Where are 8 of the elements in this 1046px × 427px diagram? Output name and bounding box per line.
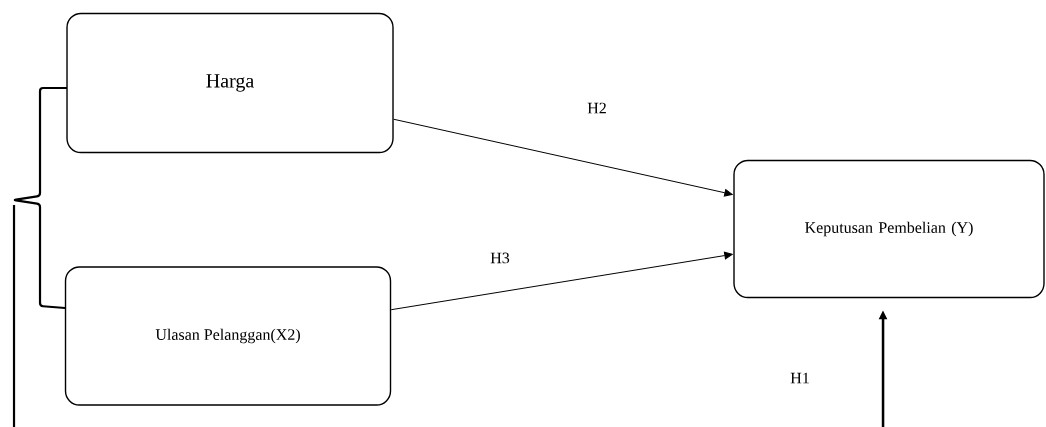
variable-box: Keputusan Pembelian (Y) (733, 159, 1045, 299)
arrow (390, 251, 733, 311)
variable-box: Ulasan Pelanggan(X2) (64, 266, 392, 406)
edge-label: H3 (489, 251, 511, 265)
arrow (393, 118, 733, 197)
edge-label: H1 (789, 371, 811, 385)
edge-label: H2 (586, 101, 608, 115)
variable-box: Harga (66, 12, 394, 154)
